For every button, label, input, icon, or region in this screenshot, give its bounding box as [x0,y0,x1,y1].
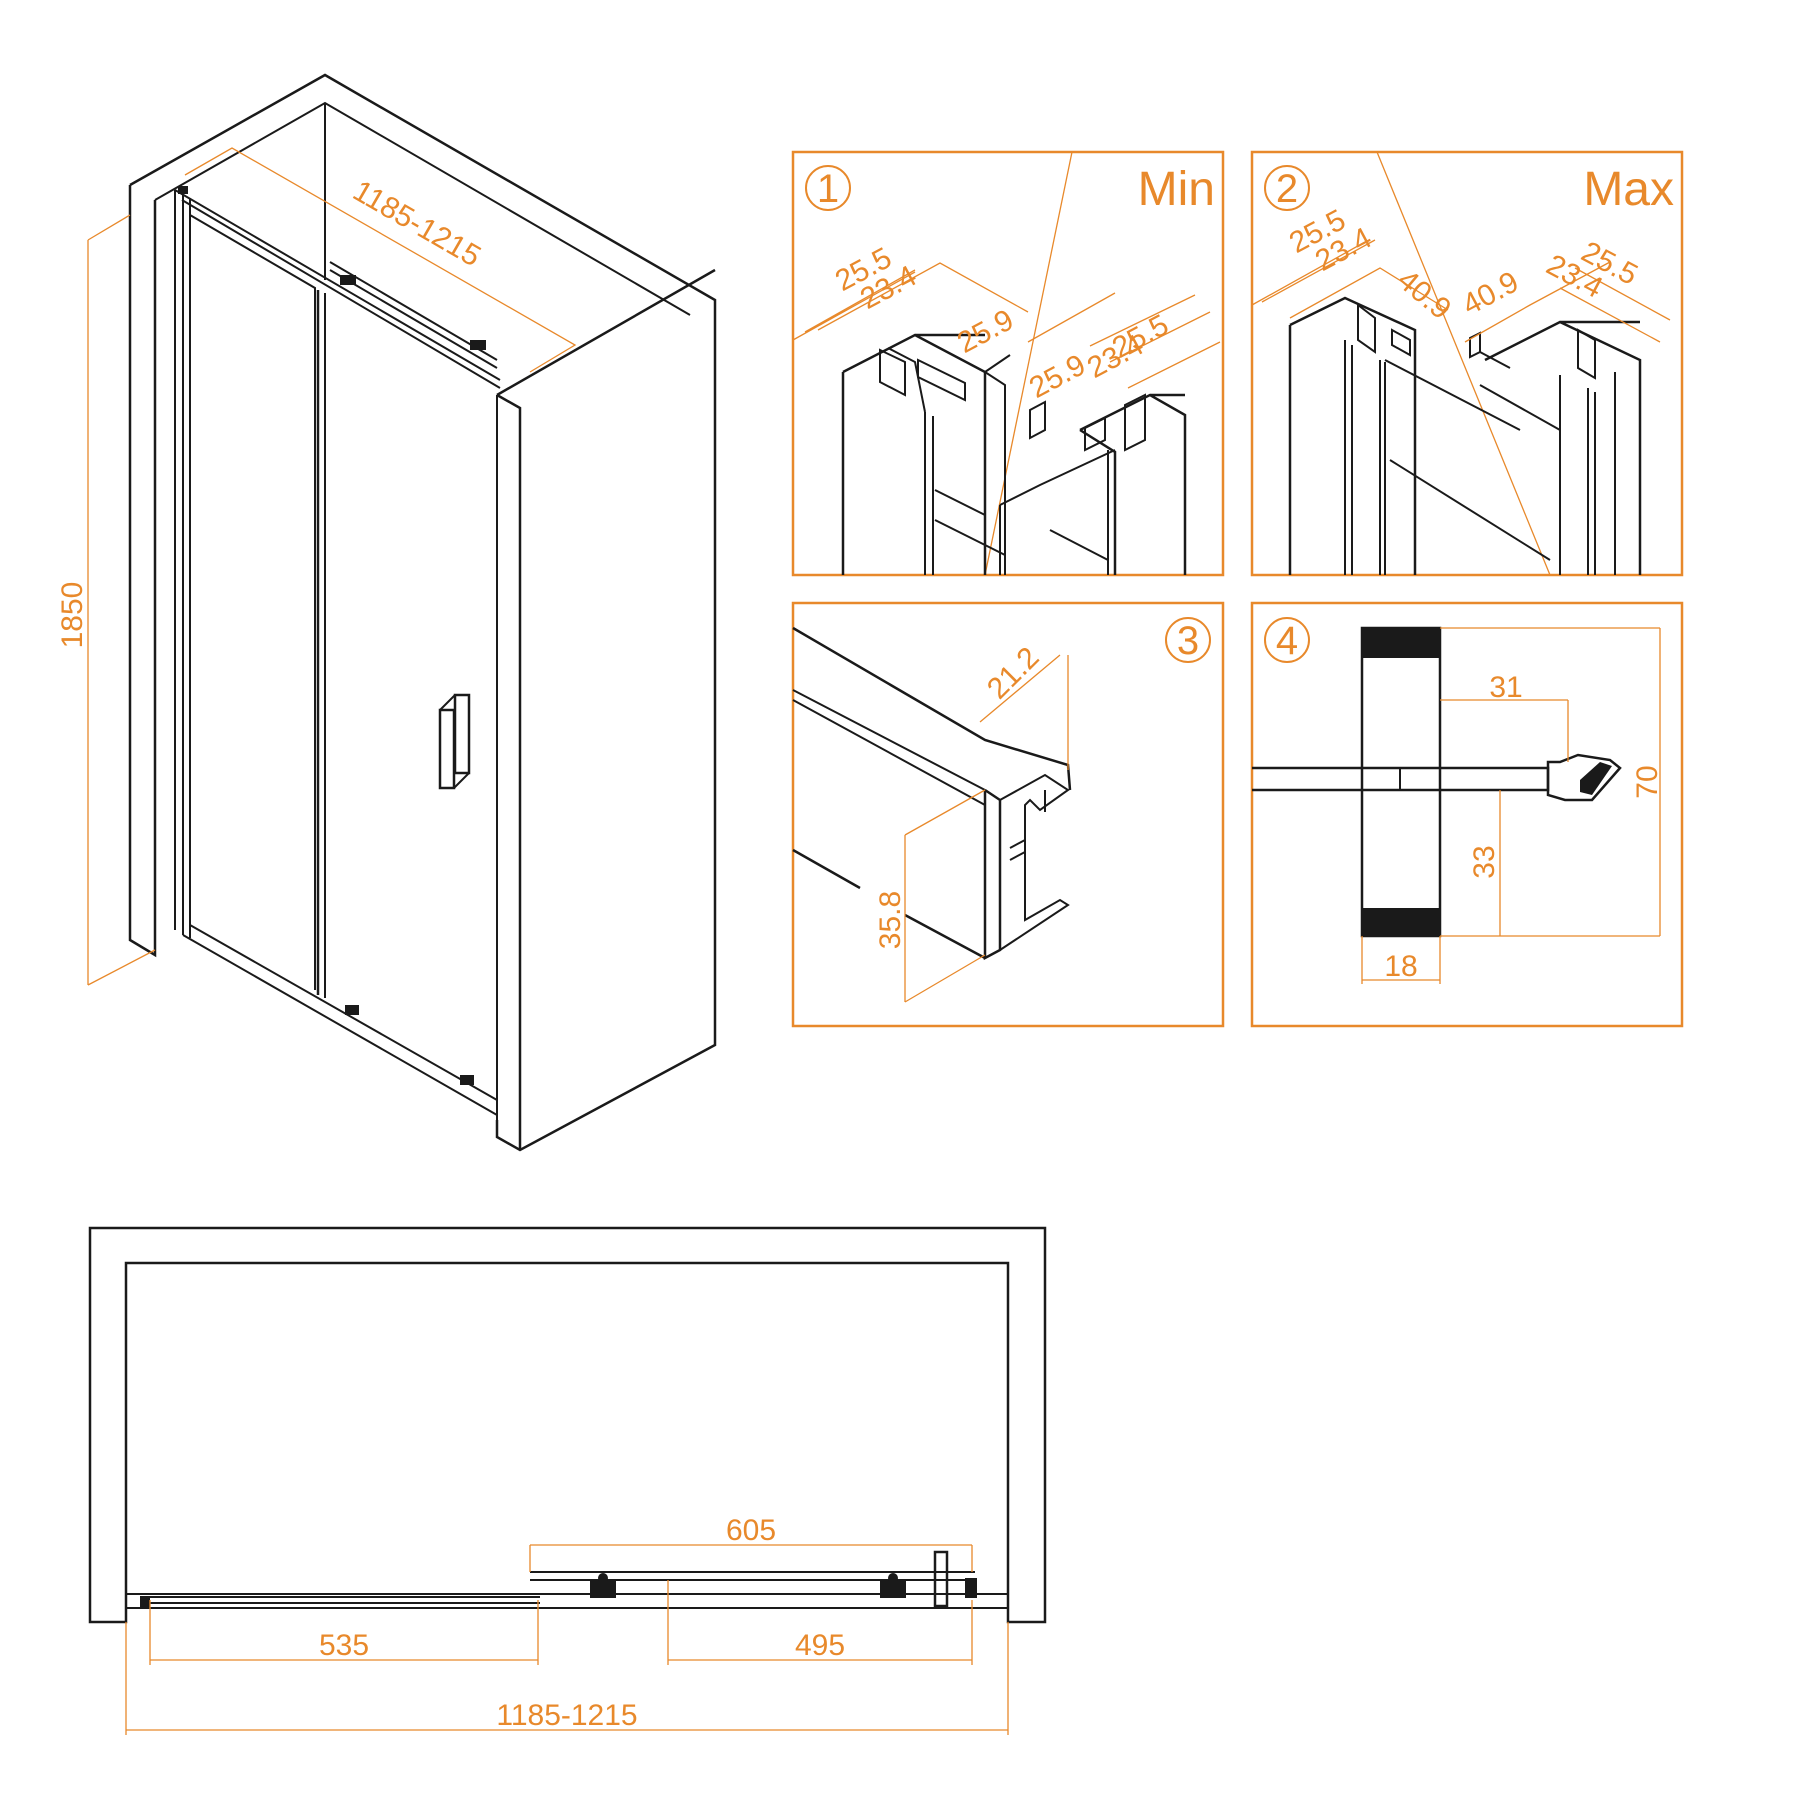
detail-2-tag: Max [1583,163,1674,216]
plan-view: 605 535 495 1185-1215 [88,1226,1047,1735]
detail-4-dim-31: 31 [1489,671,1522,704]
detail-2-max: 2 Max 25.5 23.4 40.9 40.9 23.4 25.5 [1250,150,1684,577]
plan-dim-overall: 1185-1215 [496,1699,637,1732]
detail-3-dim-height: 35.8 [874,891,907,949]
detail-2-dim-c: 40.9 [1391,263,1457,326]
detail-4-dim-33: 33 [1468,845,1501,878]
detail-3-number: 3 [1177,619,1199,663]
detail-3-dim-width: 21.2 [981,641,1046,706]
width-dimension-line [184,147,577,373]
detail-1-number: 1 [817,167,839,211]
detail-2-number: 2 [1276,167,1298,211]
height-dimension-line [87,214,156,986]
width-label: 1185-1215 [347,174,486,273]
plan-dim-495: 495 [795,1629,845,1662]
detail-4-dim-70: 70 [1631,765,1664,798]
detail-1-tag: Min [1138,163,1215,216]
detail-4-dim-18: 18 [1384,950,1417,983]
plan-dim-605: 605 [726,1514,776,1547]
detail-1-min: 1 Min 25.5 23.4 25.9 25.9 23.4 25.5 [791,150,1225,577]
detail-1-dim-c: 25.9 [952,303,1019,360]
detail-1-dim-d: 25.9 [1024,348,1091,405]
plan-dim-535: 535 [319,1629,369,1662]
isometric-view: 1850 1185-1215 [56,73,717,1152]
detail-3-track: 3 21.2 35.8 [791,601,1225,1028]
height-label: 1850 [56,582,89,649]
detail-4-seal: 4 31 70 33 18 [1250,601,1684,1028]
detail-4-number: 4 [1276,619,1298,663]
